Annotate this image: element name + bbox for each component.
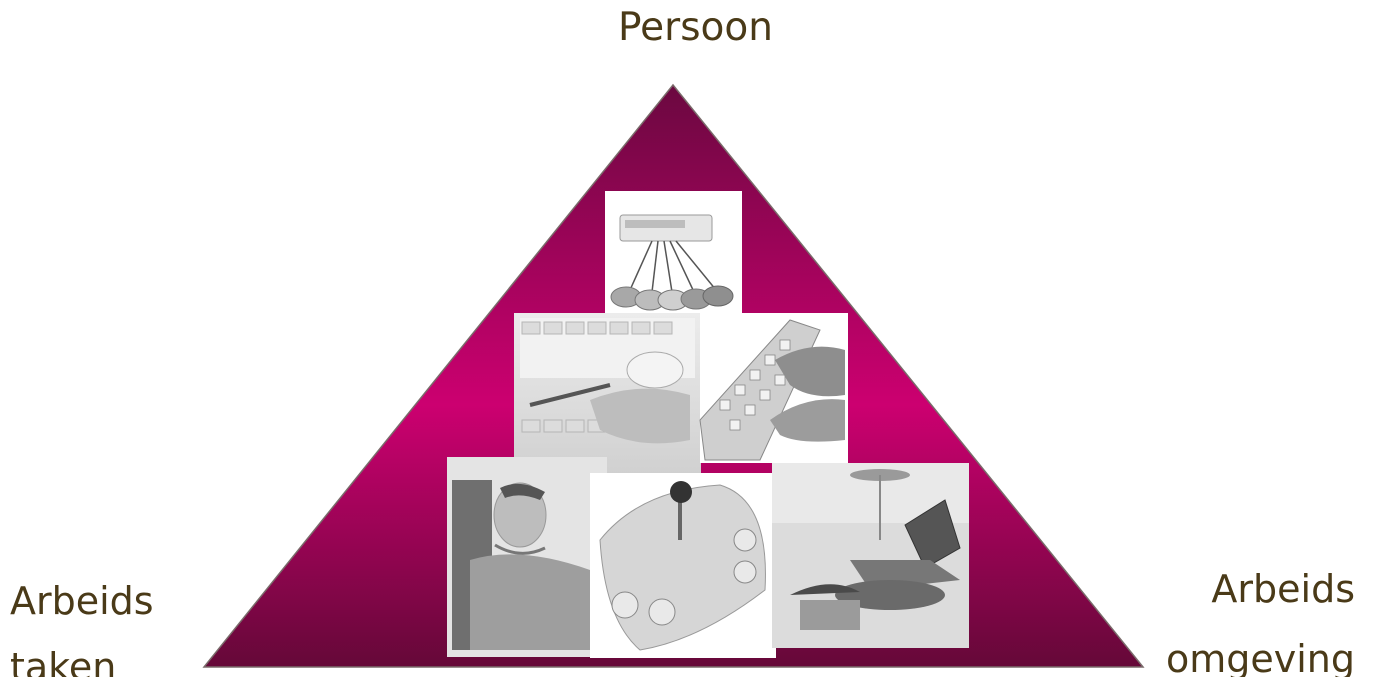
label-arbeids-taken-line2: taken <box>10 645 117 677</box>
switch-interface-photo <box>605 191 742 313</box>
large-keyboard-photo <box>699 313 848 463</box>
laptop-workstation-photo <box>772 463 969 648</box>
label-arbeids-taken-line1: Arbeids <box>10 579 154 623</box>
label-arbeids-omgeving: Arbeids omgeving <box>1166 554 1355 677</box>
label-persoon: Persoon <box>618 5 773 50</box>
label-arbeids-taken: Arbeids taken <box>10 568 154 677</box>
label-arbeids-omgeving-line2: omgeving <box>1165 637 1355 677</box>
label-arbeids-omgeving-line1: Arbeids <box>1211 567 1355 611</box>
wheelchair-user-photo <box>447 457 607 657</box>
trackball-photo <box>590 473 776 658</box>
keyguard-typing-photo <box>514 313 701 481</box>
